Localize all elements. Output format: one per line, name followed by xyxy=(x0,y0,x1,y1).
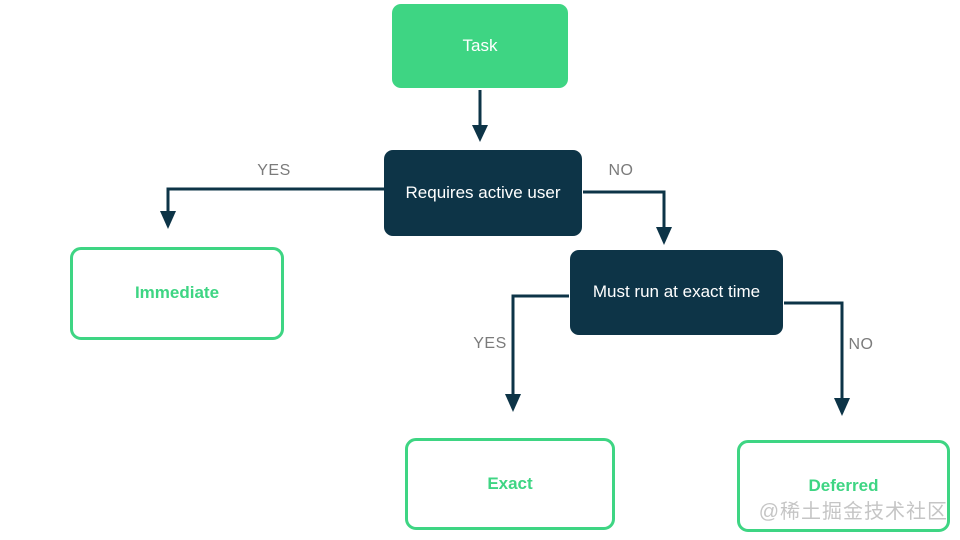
node-must-run-at-exact-time-label: Must run at exact time xyxy=(592,282,761,302)
node-exact-label: Exact xyxy=(487,473,533,493)
edge-requires-yes xyxy=(166,187,385,213)
watermark: @稀土掘金技术社区 xyxy=(758,501,948,523)
edge-label-must-run-yes: YES xyxy=(473,335,507,352)
arrowhead-requires-no xyxy=(656,227,672,245)
node-immediate-label: Immediate xyxy=(134,283,220,303)
edge-label-requires-yes: YES xyxy=(257,162,291,179)
arrowhead-requires-yes xyxy=(160,211,176,229)
node-deferred-label: Deferred xyxy=(808,475,879,495)
edge-label-requires-no: NO xyxy=(608,162,634,179)
node-must-run-at-exact-time: Must run at exact time xyxy=(570,250,783,335)
edge-requires-no xyxy=(583,190,666,229)
edge-label-must-run-no: NO xyxy=(848,336,874,353)
node-task-label: Task xyxy=(462,35,498,55)
arrowhead-must-run-yes xyxy=(505,394,521,412)
node-requires-active-user-label: Requires active user xyxy=(405,182,561,202)
edge-must-run-no xyxy=(784,301,844,400)
node-exact: Exact xyxy=(405,438,615,530)
node-deferred: Deferred xyxy=(737,440,950,532)
arrowhead-task-to-requires xyxy=(472,125,488,142)
node-task: Task xyxy=(392,4,568,88)
node-immediate: Immediate xyxy=(70,247,284,340)
edge-must-run-yes xyxy=(511,294,569,396)
node-requires-active-user: Requires active user xyxy=(384,150,582,236)
arrowhead-must-run-no xyxy=(834,398,850,416)
